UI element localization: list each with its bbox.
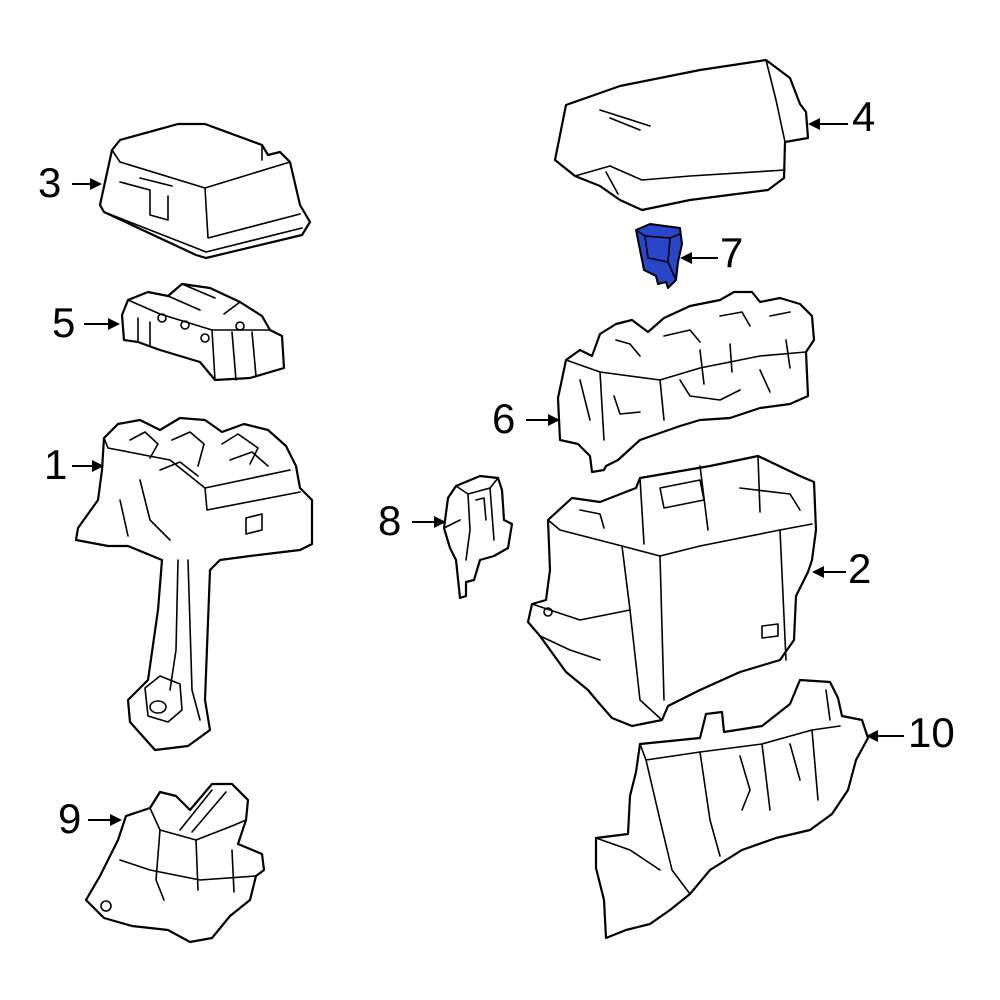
callout-label-3: 3 xyxy=(38,159,61,206)
callout-label-4: 4 xyxy=(852,93,875,140)
part-1-fuse-block-bracket[interactable] xyxy=(74,416,314,752)
part-7-fuse-highlighted[interactable] xyxy=(635,223,683,289)
part-6-junction-block[interactable] xyxy=(556,290,816,474)
callout-label-10: 10 xyxy=(908,709,955,756)
callout-label-9: 9 xyxy=(58,795,81,842)
callout-arrows xyxy=(72,118,904,826)
part-8-connector-bracket[interactable] xyxy=(442,474,514,600)
callout-label-1: 1 xyxy=(44,441,67,488)
part-4-upper-cover[interactable] xyxy=(553,58,810,212)
callout-label-7: 7 xyxy=(720,229,743,276)
part-10-lower-bracket[interactable] xyxy=(594,678,870,940)
callout-labels: 3 5 1 9 4 7 6 8 2 10 xyxy=(38,93,955,842)
part-9-relay-bracket[interactable] xyxy=(84,782,266,944)
callout-label-5: 5 xyxy=(52,299,75,346)
part-3-cover[interactable] xyxy=(98,122,312,260)
callout-label-6: 6 xyxy=(492,395,515,442)
callout-label-2: 2 xyxy=(848,545,871,592)
callout-label-8: 8 xyxy=(378,497,401,544)
part-5-relay-block[interactable] xyxy=(120,282,286,382)
part-2-main-housing[interactable] xyxy=(526,454,818,728)
